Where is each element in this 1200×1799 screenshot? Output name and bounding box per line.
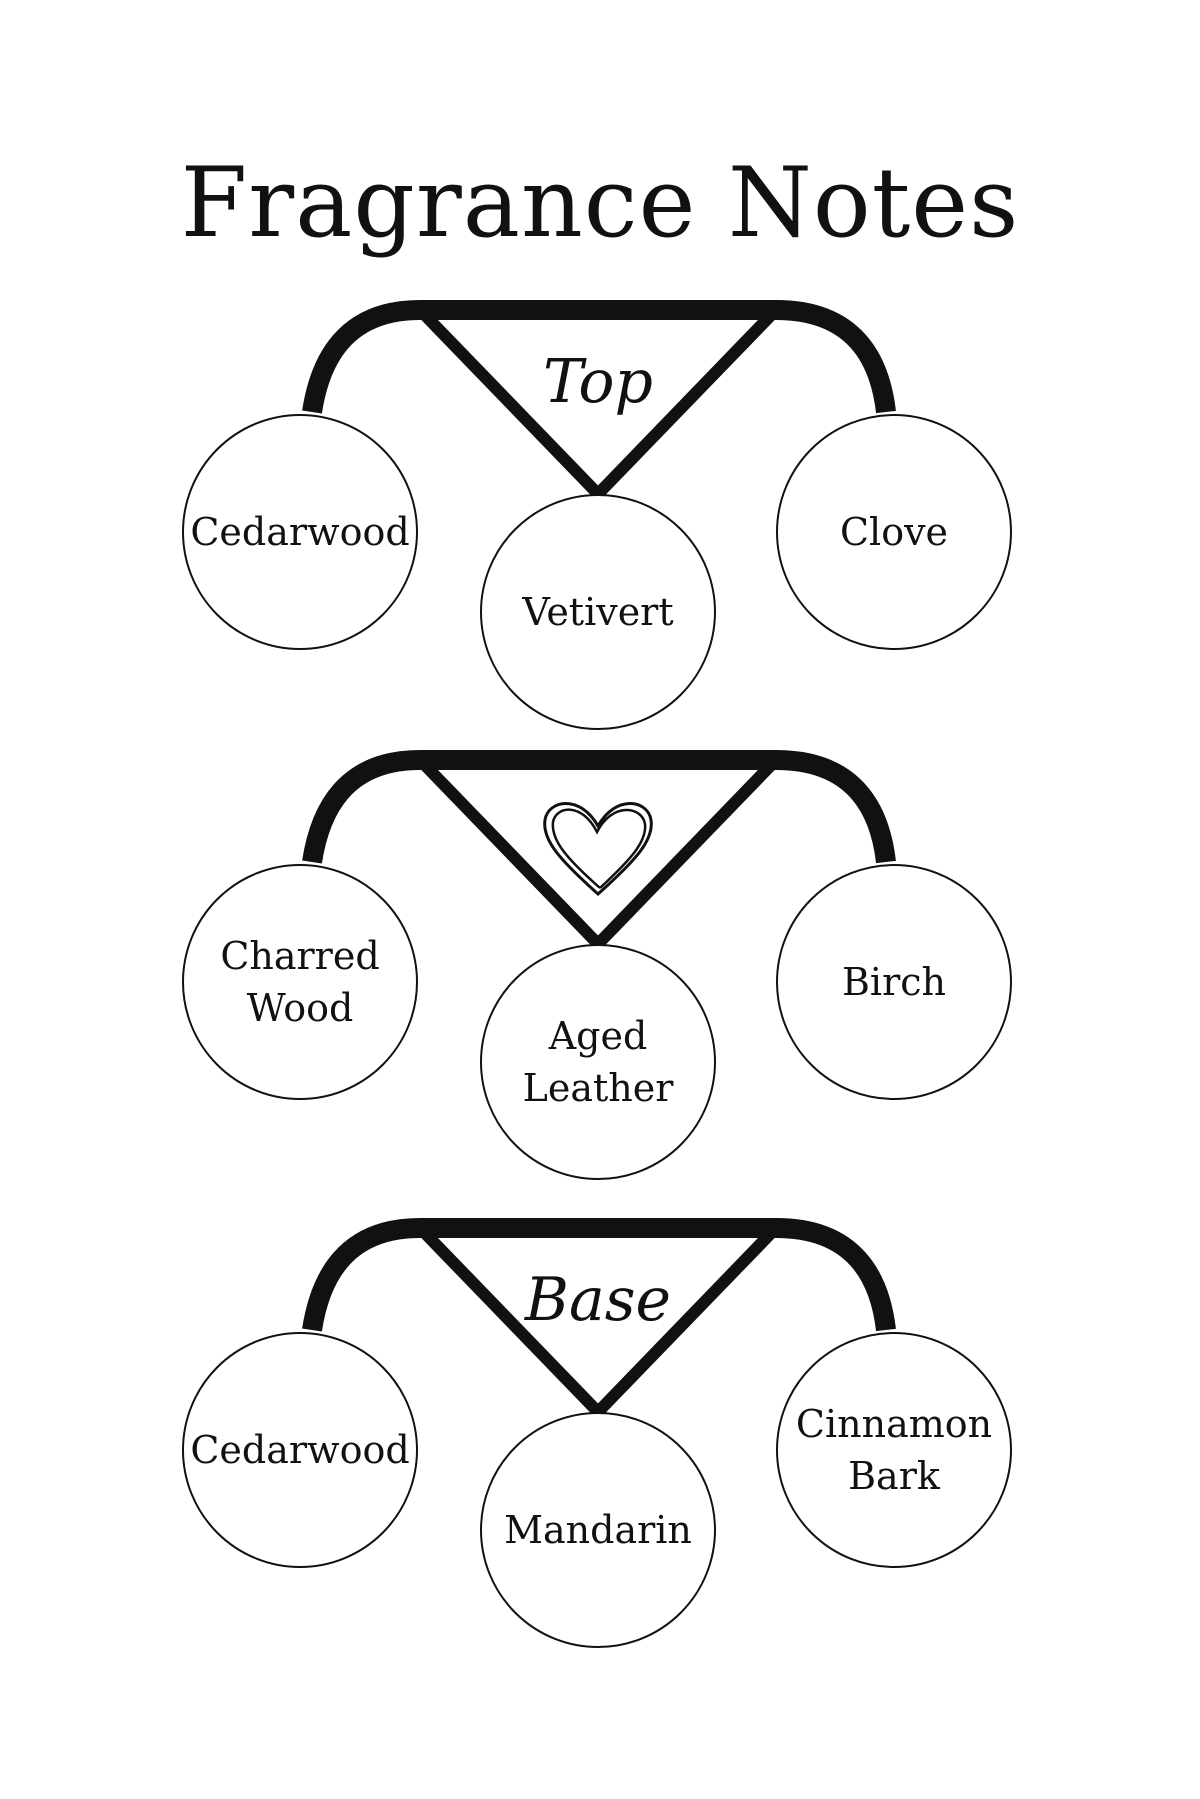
tier-label: Top bbox=[543, 347, 653, 417]
note-circle bbox=[480, 494, 716, 730]
note-label: Leather bbox=[523, 1066, 675, 1110]
heart-icon bbox=[543, 802, 653, 897]
note-circle bbox=[776, 864, 1012, 1100]
note-circle-group: Mandarin bbox=[480, 1412, 716, 1648]
note-label: Aged bbox=[548, 1014, 648, 1058]
note-label: Mandarin bbox=[504, 1508, 692, 1552]
note-label: Cinnamon bbox=[796, 1402, 992, 1446]
tier-label: Base bbox=[524, 1265, 671, 1335]
page-title: Fragrance Notes bbox=[181, 147, 1020, 259]
note-label: Cedarwood bbox=[190, 1428, 409, 1472]
note-label: Vetivert bbox=[521, 590, 673, 634]
note-label: Wood bbox=[247, 986, 354, 1030]
note-circle bbox=[182, 864, 418, 1100]
tier-triangle bbox=[405, 754, 791, 953]
note-label: Birch bbox=[842, 960, 946, 1004]
note-circle bbox=[776, 1332, 1012, 1568]
note-label: Bark bbox=[848, 1454, 941, 1498]
note-circle bbox=[480, 1412, 716, 1648]
note-label: Clove bbox=[840, 510, 948, 554]
tier-triangle bbox=[405, 304, 791, 503]
note-label: Charred bbox=[220, 934, 379, 978]
note-circle bbox=[182, 414, 418, 650]
note-circle bbox=[182, 1332, 418, 1568]
note-circle bbox=[480, 944, 716, 1180]
note-circle-group: Cedarwood bbox=[182, 414, 418, 650]
note-circle bbox=[776, 414, 1012, 650]
note-circle-group: Clove bbox=[776, 414, 1012, 650]
note-circle-group: Vetivert bbox=[480, 494, 716, 730]
tier-arch bbox=[302, 750, 896, 864]
note-circle-group: Birch bbox=[776, 864, 1012, 1100]
note-label: Cedarwood bbox=[190, 510, 409, 554]
tier-triangle bbox=[405, 1222, 791, 1421]
note-circle-group: Cedarwood bbox=[182, 1332, 418, 1568]
